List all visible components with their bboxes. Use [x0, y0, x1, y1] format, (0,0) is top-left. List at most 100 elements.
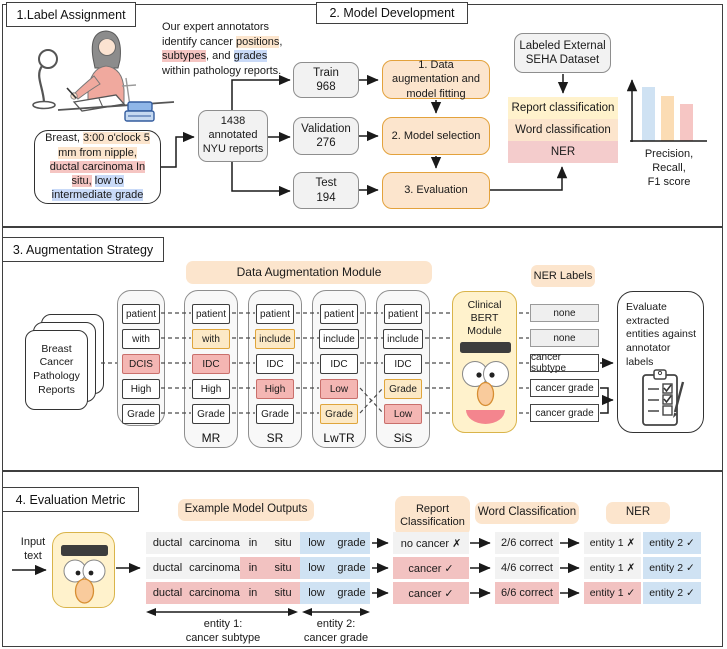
ner-result-entity1: entity 1 ✓ — [584, 582, 641, 604]
bert-face-box — [52, 532, 115, 608]
excerpt-highlight-grade: low to intermediate grade — [51, 175, 144, 202]
token: patient — [191, 304, 231, 324]
output-token: ductal — [146, 532, 189, 554]
ner-header: NER — [606, 502, 670, 524]
ner-label-none-1: none — [530, 304, 599, 322]
token: Grade — [384, 379, 422, 399]
note-highlight-subtypes: subtypes — [162, 50, 207, 63]
token: DCIS — [122, 354, 160, 374]
token: High — [256, 379, 294, 399]
output-token: ductal — [146, 557, 189, 579]
report-result: cancer ✓ — [393, 557, 469, 579]
ner-label-subtype: cancer subtype — [530, 352, 599, 374]
token: IDC — [384, 354, 422, 374]
output-token: low — [300, 557, 333, 579]
output-row-3: ductal carcinoma in situ low grade — [146, 582, 370, 604]
token: include — [383, 329, 423, 349]
example-outputs-header: Example Model Outputs — [178, 499, 314, 521]
section-1-title: 1.Label Assignment — [6, 2, 136, 27]
word-result: 6/6 correct — [495, 582, 559, 604]
output-token: in — [240, 557, 266, 579]
section-3-frame — [2, 227, 723, 471]
section-2-title-text: 2. Model Development — [329, 6, 455, 20]
ner-result-entity2: entity 2 ✓ — [643, 557, 701, 579]
ner-result-entity2: entity 2 ✓ — [643, 582, 701, 604]
aug-column-original: patient with DCIS High Grade — [117, 290, 165, 426]
output-row-1: ductal carcinoma in situ low grade — [146, 532, 370, 554]
clipboard-icon — [642, 369, 685, 426]
output-token: grade — [333, 582, 370, 604]
token: IDC — [320, 354, 358, 374]
word-result: 2/6 correct — [495, 532, 559, 554]
report-classification-header: Report Classification — [395, 496, 470, 536]
token: patient — [121, 304, 161, 324]
annotator-person — [66, 30, 137, 107]
step-selection-box: 2. Model selection — [382, 117, 490, 155]
token: Grade — [192, 404, 230, 424]
annotator-note: Our expert annotators identify cancer po… — [162, 21, 283, 77]
ner-result-entity2: entity 2 ✓ — [643, 532, 701, 554]
nyu-dataset-box: 1438 annotated NYU reports — [198, 110, 268, 162]
token: Low — [320, 379, 358, 399]
report-card-front: Breast Cancer Pathology Reports — [25, 330, 88, 410]
aug-column-sis: patient include IDC Grade Low SiS — [376, 290, 430, 448]
output-token: in — [240, 532, 266, 554]
bert-face-icon — [61, 545, 108, 604]
note-highlight-positions: positions — [235, 35, 280, 48]
section-2-title: 2. Model Development — [316, 2, 468, 24]
entity2-label: entity 2: cancer grade — [303, 618, 369, 644]
word-classification-row: Word classification — [508, 119, 618, 141]
ner-label-grade-1: cancer grade — [530, 379, 599, 397]
report-excerpt-box: Breast, 3:00 o'clock 5 mm from nipple, d… — [34, 130, 161, 204]
output-token: situ — [266, 532, 300, 554]
token: Grade — [122, 404, 160, 424]
desk-lamp-icon — [32, 49, 58, 110]
token: IDC — [256, 354, 294, 374]
ner-result-entity1: entity 1 ✗ — [584, 557, 641, 579]
evaluate-box: Evaluate extracted entities against anno… — [617, 291, 704, 433]
books-icon — [124, 101, 155, 122]
annotator-illustration — [32, 30, 175, 122]
output-row-2: ductal carcinoma in situ low grade — [146, 557, 370, 579]
section-3-title: 3. Augmentation Strategy — [2, 237, 164, 262]
evaluate-text: Evaluate extracted entities against anno… — [626, 301, 697, 368]
ner-label-grade-2: cancer grade — [530, 404, 599, 422]
report-result: cancer ✓ — [393, 582, 469, 604]
note-highlight-grades: grades — [233, 50, 268, 63]
output-token: carcinoma — [189, 532, 240, 554]
output-token: ductal — [146, 582, 189, 604]
metrics-label: Precision, Recall, F1 score — [644, 148, 694, 188]
aug-column-mr: patient with IDC High Grade MR — [184, 290, 238, 448]
token: include — [319, 329, 359, 349]
bert-module-label: Clinical BERT Module — [467, 299, 502, 338]
token: Low — [384, 404, 422, 424]
token: Grade — [256, 404, 294, 424]
output-token: low — [300, 532, 333, 554]
augmentation-module-header: Data Augmentation Module — [186, 261, 432, 284]
token: Grade — [320, 404, 358, 424]
token: patient — [319, 304, 359, 324]
note-text: Our expert annotators identify cancer — [162, 21, 270, 48]
section-4-title-text: 4. Evaluation Metric — [15, 492, 126, 507]
ner-labels-header: NER Labels — [531, 265, 595, 287]
ner-label-none-2: none — [530, 329, 599, 347]
column-label: SR — [266, 431, 284, 445]
token: IDC — [192, 354, 230, 374]
ner-result-entity1: entity 1 ✗ — [584, 532, 641, 554]
seha-dataset-box: Labeled External SEHA Dataset — [514, 33, 611, 73]
entity1-label: entity 1: cancer subtype — [185, 618, 261, 644]
step-augmentation-box: 1. Data augmentation and model fitting — [382, 59, 490, 100]
step-evaluation-box: 3. Evaluation — [382, 172, 490, 209]
section-4-title: 4. Evaluation Metric — [2, 487, 139, 512]
output-token: situ — [266, 557, 300, 579]
column-label: LwTR — [323, 431, 355, 445]
output-token: in — [240, 582, 266, 604]
section-4-frame — [2, 471, 723, 647]
token: patient — [383, 304, 423, 324]
ner-row: NER — [508, 141, 618, 163]
clinical-bert-module: Clinical BERT Module — [452, 291, 517, 433]
